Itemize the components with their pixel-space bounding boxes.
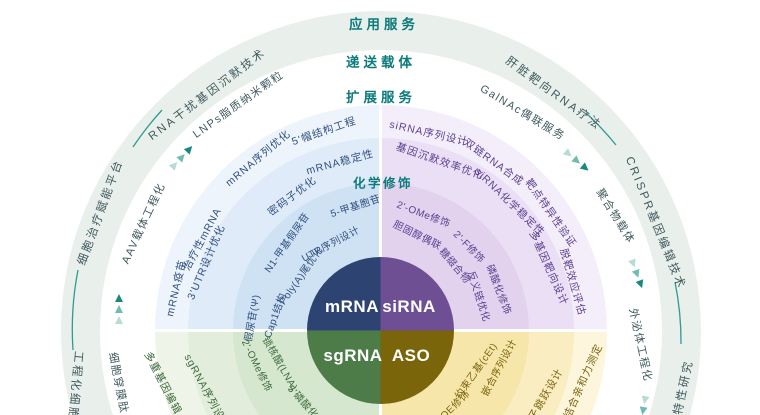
label-ring-delivery: 递送载体 [346, 55, 416, 70]
label-ring-chemistry: 化学修饰 [352, 176, 414, 191]
center-label-mrna: mRNA [325, 297, 379, 316]
triangle-icon [115, 305, 123, 313]
arrow-triangles-left [115, 294, 123, 324]
label-ring-application: 应用服务 [349, 17, 419, 32]
triangle-icon [640, 395, 650, 405]
label-ring-extension: 扩展服务 [346, 90, 416, 105]
triangle-icon [638, 406, 648, 415]
center-circle [307, 257, 454, 404]
center-label-sirna: siRNA [382, 297, 436, 316]
triangle-icon [115, 316, 123, 324]
center-label-sgrna: sgRNA [323, 346, 383, 365]
center-label-aso: ASO [391, 346, 431, 365]
triangle-icon [115, 294, 123, 302]
